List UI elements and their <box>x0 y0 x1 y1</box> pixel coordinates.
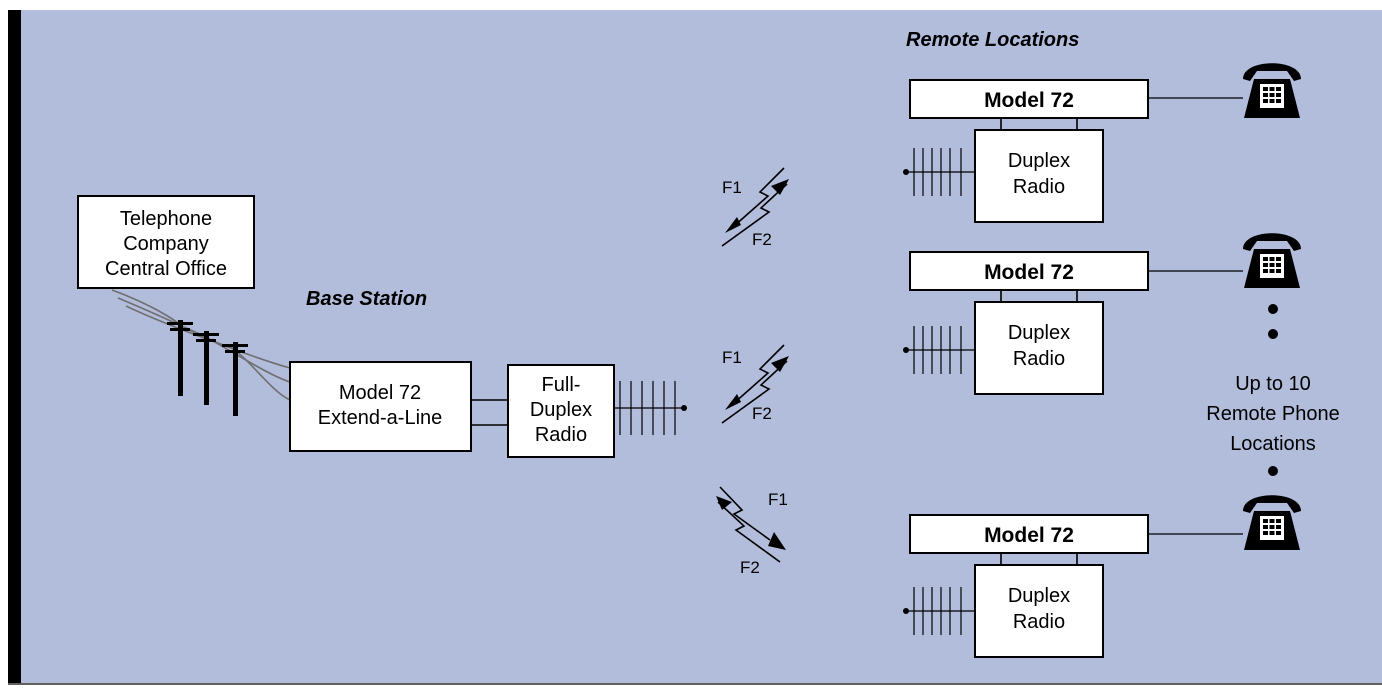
svg-text:Locations: Locations <box>1230 433 1316 455</box>
remote-duplex-radio-box <box>974 129 1104 223</box>
svg-text:Duplex: Duplex <box>1008 150 1070 172</box>
remote-model72-label: Model 72 <box>984 261 1074 284</box>
left-bar <box>8 10 21 683</box>
svg-text:Full-: Full- <box>542 374 581 396</box>
remote-model72-label: Model 72 <box>984 89 1074 112</box>
svg-text:Model 72: Model 72 <box>339 382 421 404</box>
svg-text:F2: F2 <box>740 558 760 577</box>
svg-text:Duplex: Duplex <box>1008 585 1070 607</box>
ellipsis-dot <box>1268 466 1278 476</box>
svg-text:Central Office: Central Office <box>105 258 227 280</box>
base-model72-box: Model 72 Extend-a-Line <box>289 361 472 452</box>
remote-location-3: Model 72 Duplex Radio <box>902 495 1301 658</box>
svg-text:Radio: Radio <box>1013 348 1065 370</box>
diagram-background <box>8 10 1382 683</box>
remote-duplex-radio-box <box>974 301 1104 395</box>
svg-text:F1: F1 <box>768 490 788 509</box>
svg-text:F1: F1 <box>722 348 742 367</box>
remote-model72-label: Model 72 <box>984 524 1074 547</box>
svg-text:Extend-a-Line: Extend-a-Line <box>318 407 443 429</box>
svg-text:F2: F2 <box>752 404 772 423</box>
remote-model72-box <box>909 514 1149 554</box>
remote-model72-box <box>909 79 1149 119</box>
svg-text:Remote Phone: Remote Phone <box>1206 403 1339 425</box>
remote-location-2: Model 72 Duplex Radio <box>902 233 1301 395</box>
base-full-duplex-radio-box: Full- Duplex Radio <box>507 364 615 458</box>
utility-poles-icon <box>111 289 291 416</box>
svg-text:Up to 10: Up to 10 <box>1235 373 1311 395</box>
svg-text:F2: F2 <box>752 230 772 249</box>
remote-count-note: Up to 10 Remote Phone Locations <box>1206 373 1339 455</box>
remote-locations-heading: Remote Locations <box>906 29 1079 51</box>
ellipsis-dot <box>1268 304 1278 314</box>
radio-link-2: F1 F2 <box>721 344 789 424</box>
svg-text:Duplex: Duplex <box>1008 322 1070 344</box>
svg-text:Telephone: Telephone <box>120 208 212 230</box>
remote-model72-box <box>909 251 1149 291</box>
remote-location-1: Model 72 Duplex Radio <box>902 63 1301 223</box>
svg-text:F1: F1 <box>722 178 742 197</box>
svg-text:Radio: Radio <box>1013 611 1065 633</box>
remote-duplex-radio-box <box>974 564 1104 658</box>
ellipsis-dot <box>1268 329 1278 339</box>
svg-text:Company: Company <box>123 233 209 255</box>
base-station-heading: Base Station <box>306 288 427 310</box>
svg-text:Radio: Radio <box>1013 176 1065 198</box>
radio-link-3: F1 F2 <box>716 486 788 577</box>
radio-link-1: F1 F2 <box>721 167 789 249</box>
svg-text:Radio: Radio <box>535 424 587 446</box>
svg-text:Duplex: Duplex <box>530 399 592 421</box>
central-office-box: Telephone Company Central Office <box>77 195 255 289</box>
